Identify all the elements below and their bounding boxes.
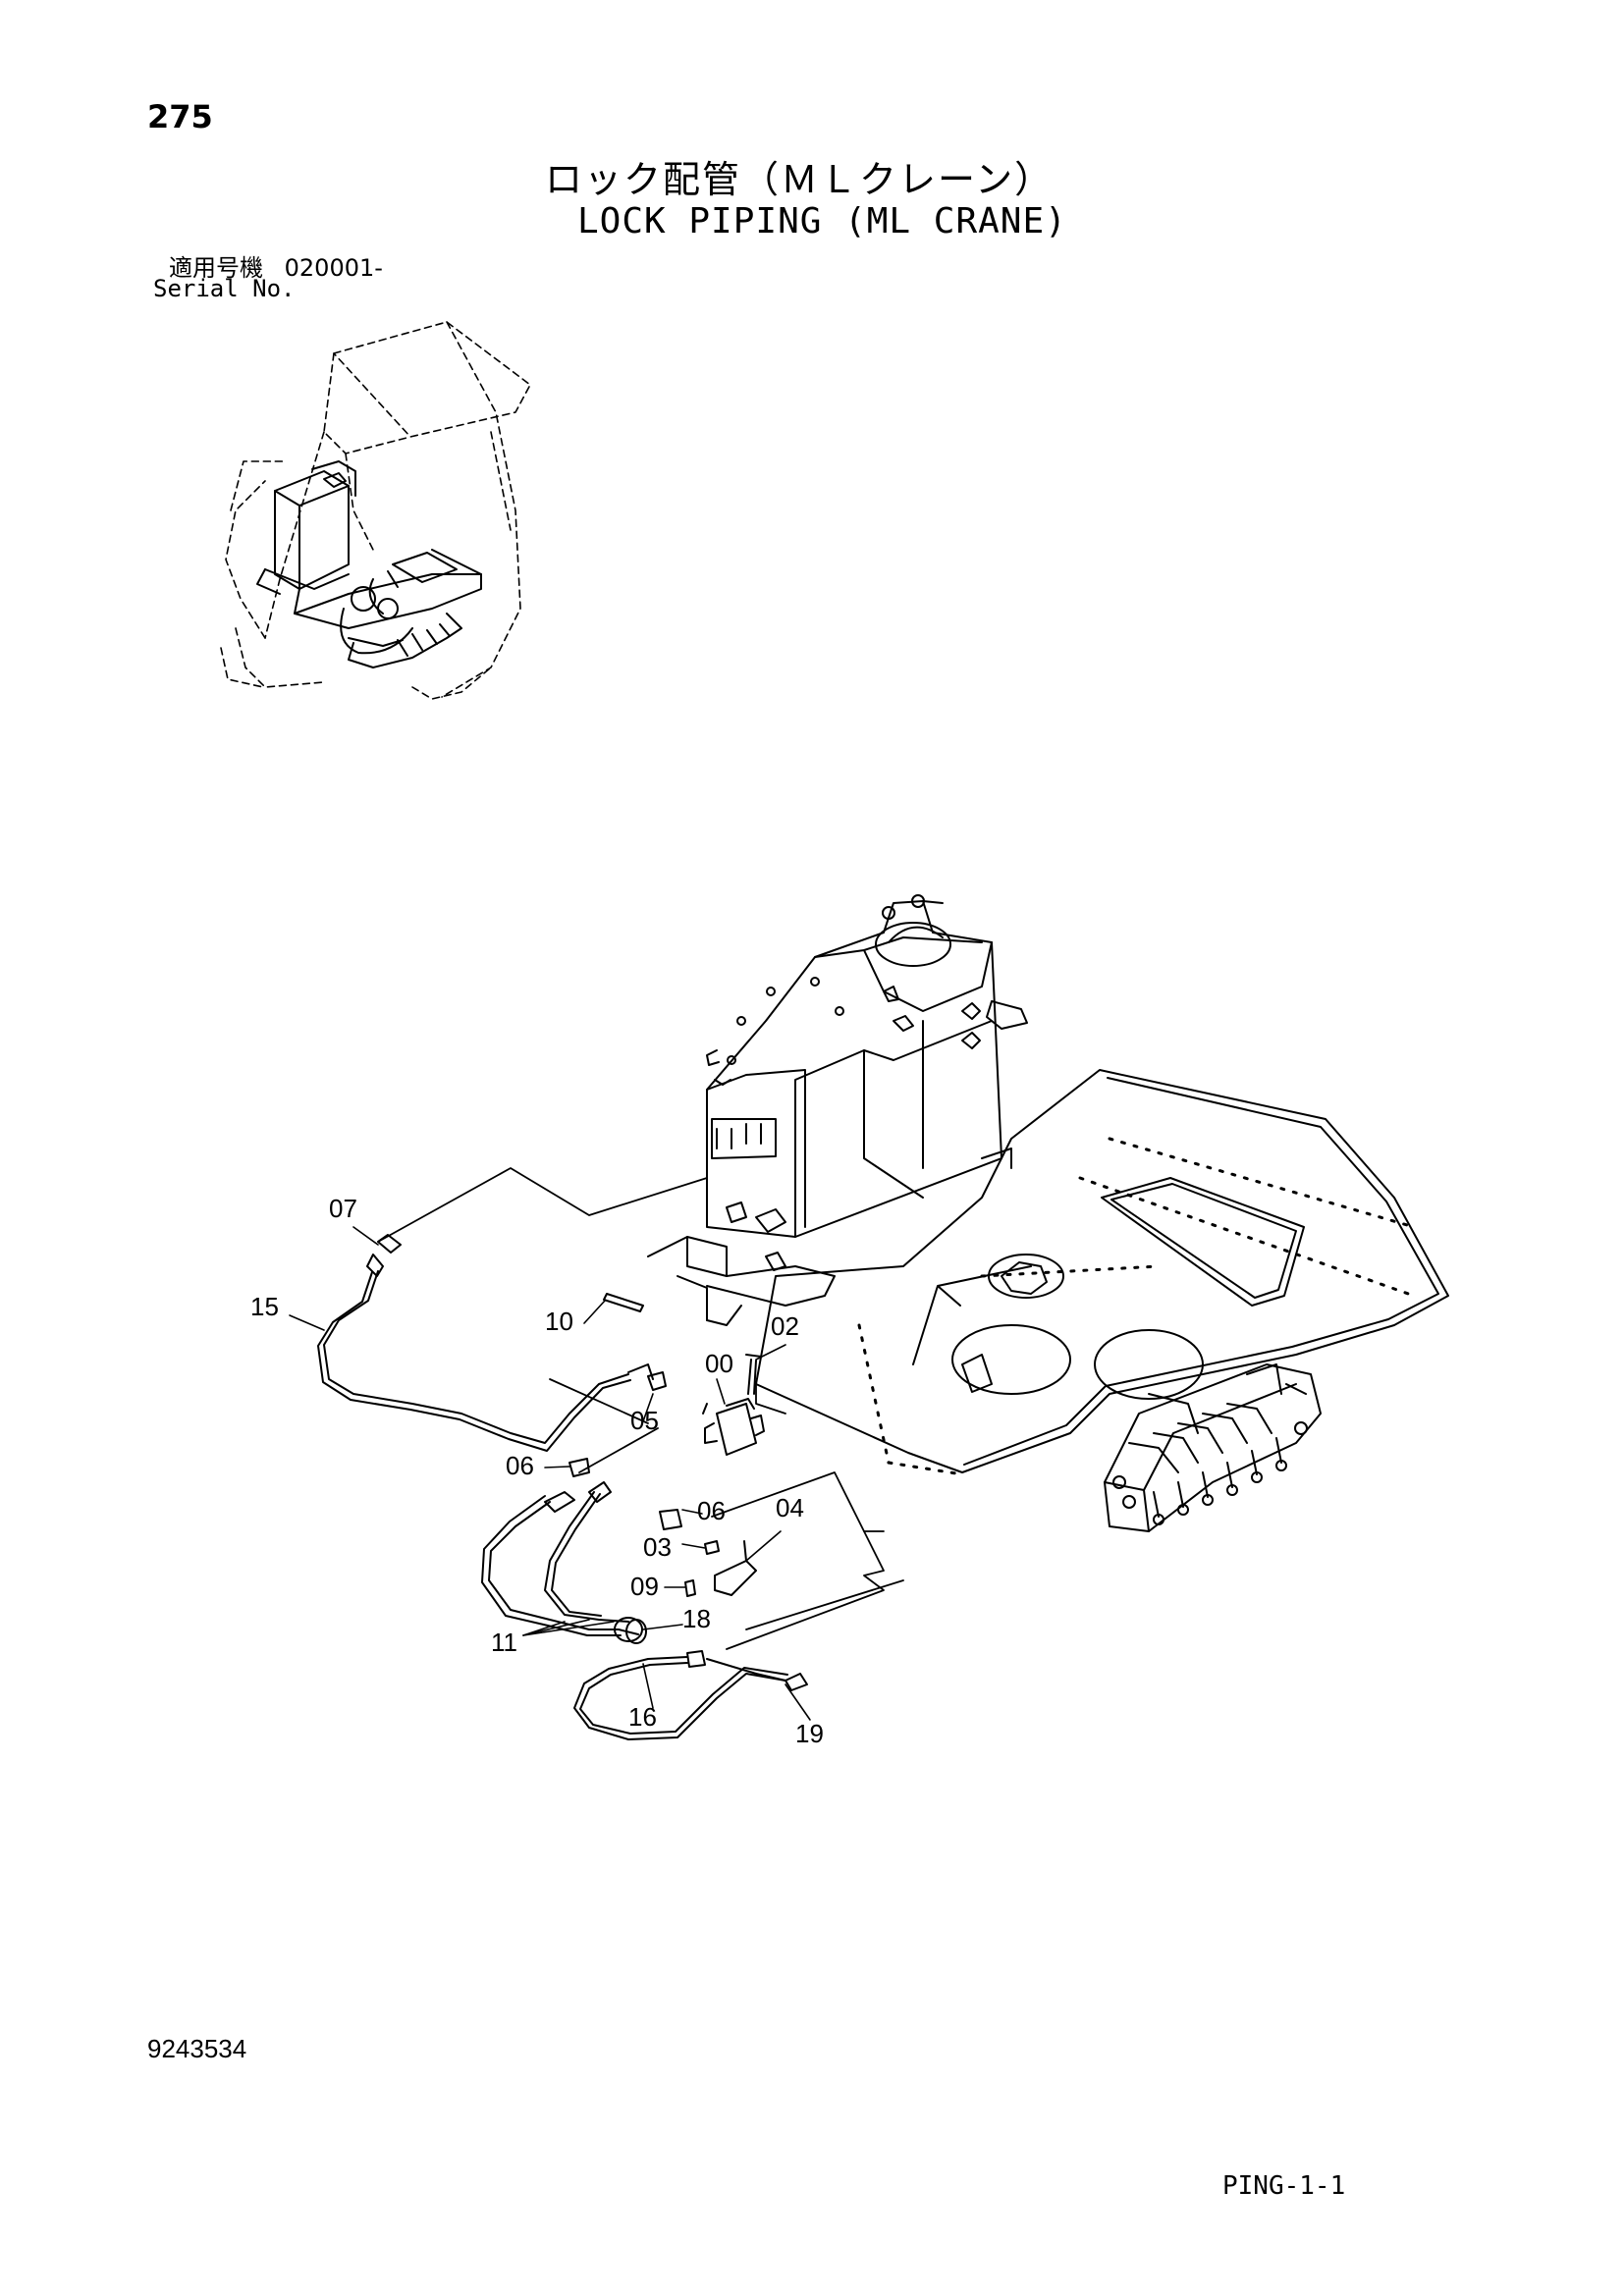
callout-06-left: 06 [506,1451,534,1480]
serial-value: 020001- [284,254,383,282]
callout-02: 02 [771,1311,799,1341]
routing-lines [377,1167,904,1650]
callout-07: 07 [329,1194,357,1223]
leader-lines [289,1226,811,1721]
page-title-english: LOCK PIPING (ML CRANE) [577,201,1067,241]
page-number: 275 [147,98,213,135]
serial-line-japanese: 適用号機 020001- [169,248,383,283]
callout-10: 10 [545,1307,573,1336]
hoses [317,1234,808,1740]
page-title-japanese: ロック配管（ＭＬクレーン） [545,158,1055,201]
page-code: PING-1-1 [1222,2171,1346,2201]
location-thumbnail [220,321,531,700]
callout-15: 15 [250,1292,279,1321]
callout-05: 05 [630,1406,659,1435]
serial-label-english: Serial No. [153,275,296,302]
callout-04: 04 [776,1493,804,1522]
pilot-valve-assembly [568,1293,765,1597]
document-number: 9243534 [147,2034,247,2063]
callout-06-right: 06 [697,1496,726,1525]
console-tower [647,894,1012,1326]
callout-00: 00 [705,1349,733,1378]
callout-labels: 07 15 10 02 00 05 06 06 04 03 09 11 18 1… [250,1194,824,1748]
callout-19: 19 [795,1719,824,1748]
serial-label-japanese: 適用号機 [169,254,263,282]
floor-plate [755,1000,1449,1476]
callout-03: 03 [643,1532,672,1562]
callout-11: 11 [491,1628,517,1657]
control-valve [1104,1363,1322,1532]
callout-09: 09 [630,1572,659,1601]
callout-18: 18 [682,1604,711,1633]
callout-16: 16 [628,1702,657,1732]
